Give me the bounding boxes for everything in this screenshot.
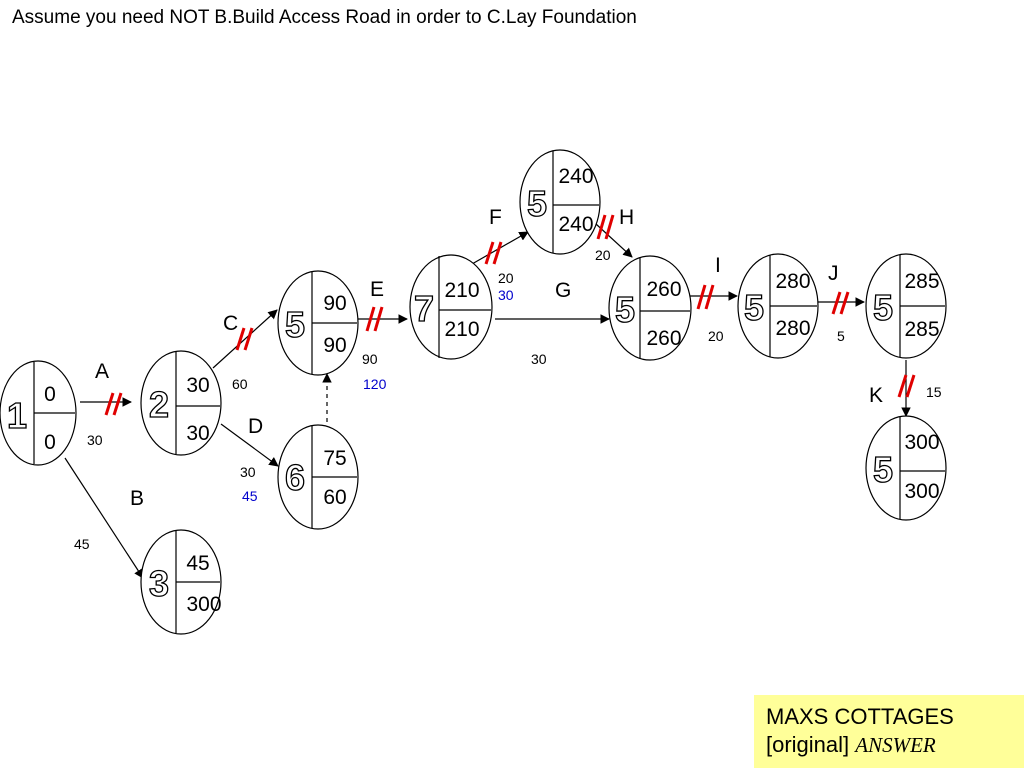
answer-original-label: [original] — [766, 732, 850, 757]
node-2: 2 30 30 — [140, 350, 222, 456]
node-5c: 5 280 280 — [737, 253, 819, 359]
duration-F-alt: 30 — [498, 287, 514, 303]
arrow-B — [64, 457, 144, 579]
node-top-value: 30 — [186, 374, 209, 397]
duration-G: 30 — [531, 351, 547, 367]
node-5a: 5 90 90 — [277, 270, 359, 376]
page-title: Assume you need NOT B.Build Access Road … — [12, 7, 637, 28]
node-top-value: 240 — [558, 165, 593, 188]
duration-J: 5 — [837, 328, 845, 344]
node-id: 2 — [149, 384, 169, 425]
node-top-value: 285 — [904, 270, 939, 293]
node-top-value: 0 — [44, 383, 56, 406]
crash-mark-H — [596, 214, 615, 240]
node-1: 1 0 0 — [0, 360, 77, 466]
answer-italic-label: ANSWER — [855, 733, 936, 757]
activity-label-J: J — [828, 262, 839, 285]
activity-label-A: A — [95, 360, 109, 383]
node-top-value: 75 — [323, 447, 346, 470]
node-5e: 5 300 300 — [865, 415, 947, 521]
crash-mark-J — [831, 291, 850, 315]
node-6: 6 75 60 — [277, 424, 359, 530]
duration-H: 20 — [595, 247, 611, 263]
node-bottom-value: 260 — [646, 327, 681, 350]
answer-box: MAXS COTTAGES [original] ANSWER — [754, 695, 1024, 768]
node-bottom-value: 0 — [44, 431, 56, 454]
node-id: 7 — [414, 288, 434, 329]
crash-mark-I — [696, 284, 715, 310]
node-bottom-value: 285 — [904, 318, 939, 341]
node-top-value: 45 — [186, 552, 209, 575]
node-id: 5 — [527, 183, 547, 224]
duration-E: 90 — [362, 351, 378, 367]
activity-label-E: E — [370, 278, 384, 301]
duration-F: 20 — [498, 270, 514, 286]
node-bottom-value: 210 — [444, 318, 479, 341]
crash-mark-K — [897, 374, 916, 398]
node-bottom-value: 300 — [904, 480, 939, 503]
duration-K: 15 — [926, 384, 942, 400]
activity-label-I: I — [715, 254, 721, 277]
duration-B: 45 — [74, 536, 90, 552]
node-id: 5 — [873, 287, 893, 328]
node-top-value: 210 — [444, 279, 479, 302]
node-id: 5 — [744, 287, 764, 328]
activity-label-F: F — [489, 206, 502, 229]
activity-label-D: D — [248, 415, 263, 438]
node-id: 1 — [7, 395, 27, 436]
duration-I: 20 — [708, 328, 724, 344]
node-5-top: 5 240 240 — [519, 149, 601, 255]
node-5d: 5 285 285 — [865, 253, 947, 359]
arrow-D — [220, 423, 279, 467]
node-bottom-value: 60 — [323, 486, 346, 509]
node-top-value: 260 — [646, 278, 681, 301]
crash-mark-A — [104, 392, 123, 416]
node-top-value: 280 — [775, 270, 810, 293]
duration-C: 60 — [232, 376, 248, 392]
node-bottom-value: 280 — [775, 317, 810, 340]
node-id: 6 — [285, 457, 305, 498]
duration-E-alt: 120 — [363, 376, 387, 392]
node-id: 3 — [149, 563, 169, 604]
node-id: 5 — [873, 449, 893, 490]
answer-line-2: [original] ANSWER — [766, 731, 1012, 759]
duration-D-alt: 45 — [242, 488, 258, 504]
arrow-C — [212, 309, 278, 369]
node-7: 7 210 210 — [409, 254, 493, 360]
activity-label-B: B — [130, 487, 144, 510]
node-3: 3 45 300 — [140, 529, 222, 635]
activity-label-C: C — [223, 312, 238, 335]
duration-A: 30 — [87, 432, 103, 448]
crash-mark-C — [235, 327, 254, 351]
answer-line-1: MAXS COTTAGES — [766, 704, 954, 729]
node-bottom-value: 30 — [186, 422, 209, 445]
activity-label-G: G — [555, 279, 571, 302]
node-bottom-value: 300 — [186, 593, 221, 616]
node-id: 5 — [615, 289, 635, 330]
node-top-value: 300 — [904, 431, 939, 454]
node-bottom-value: 90 — [323, 334, 346, 357]
node-id: 5 — [285, 304, 305, 345]
node-top-value: 90 — [323, 292, 346, 315]
activity-label-H: H — [619, 206, 634, 229]
activity-label-K: K — [869, 384, 883, 407]
duration-D: 30 — [240, 464, 256, 480]
node-5b: 5 260 260 — [608, 255, 692, 361]
node-bottom-value: 240 — [558, 213, 593, 236]
crash-mark-E — [365, 306, 384, 332]
crash-mark-F — [484, 241, 503, 265]
